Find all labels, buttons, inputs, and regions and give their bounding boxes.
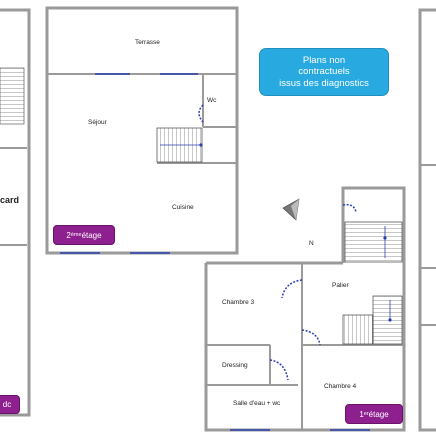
floor-1-suffix: er (363, 411, 369, 417)
floor-2-suffix: ème (70, 232, 82, 238)
floor-1-stairs-lower (342, 295, 403, 345)
room-chambre4: Chambre 4 (324, 383, 357, 390)
floor-1-label: étage (368, 409, 389, 419)
floor-1-stairs-upper (344, 221, 403, 263)
disclaimer-notice: Plans non contractuels issus des diagnos… (259, 48, 389, 96)
floor-2-number: 2 (66, 230, 71, 240)
floor-2-stairs (156, 127, 203, 163)
room-cuisine: Cuisine (172, 204, 194, 211)
room-palier: Palier (332, 282, 349, 289)
notice-line-2: contractuels (298, 66, 350, 78)
floor-1-number: 1 (359, 409, 364, 419)
right-partial-plan (418, 8, 436, 432)
notice-line-1: Plans non (302, 54, 346, 66)
floor-1-doors (230, 203, 370, 431)
partial-badge-text: dc (2, 400, 12, 409)
room-chambre3: Chambre 3 (222, 299, 255, 306)
notice-line-3: issus des diagnostics (279, 77, 369, 89)
room-wc: Wc (207, 97, 217, 104)
room-dressing: Dressing (222, 362, 248, 369)
placard-label-partial: card (0, 195, 19, 205)
left-stairs (0, 67, 25, 125)
compass-label: N (309, 240, 314, 247)
compass-icon (282, 198, 300, 221)
room-terrasse: Terrasse (135, 39, 160, 46)
floor-2-doors (60, 73, 204, 254)
floor-2-label: étage (81, 230, 102, 240)
room-sejour: Séjour (88, 119, 108, 126)
floor-1-walls (204, 186, 406, 432)
room-salle-eau: Salle d'eau + wc (233, 400, 281, 407)
left-partial-plan (0, 8, 31, 417)
partial-floor-badge: dc (0, 395, 20, 414)
